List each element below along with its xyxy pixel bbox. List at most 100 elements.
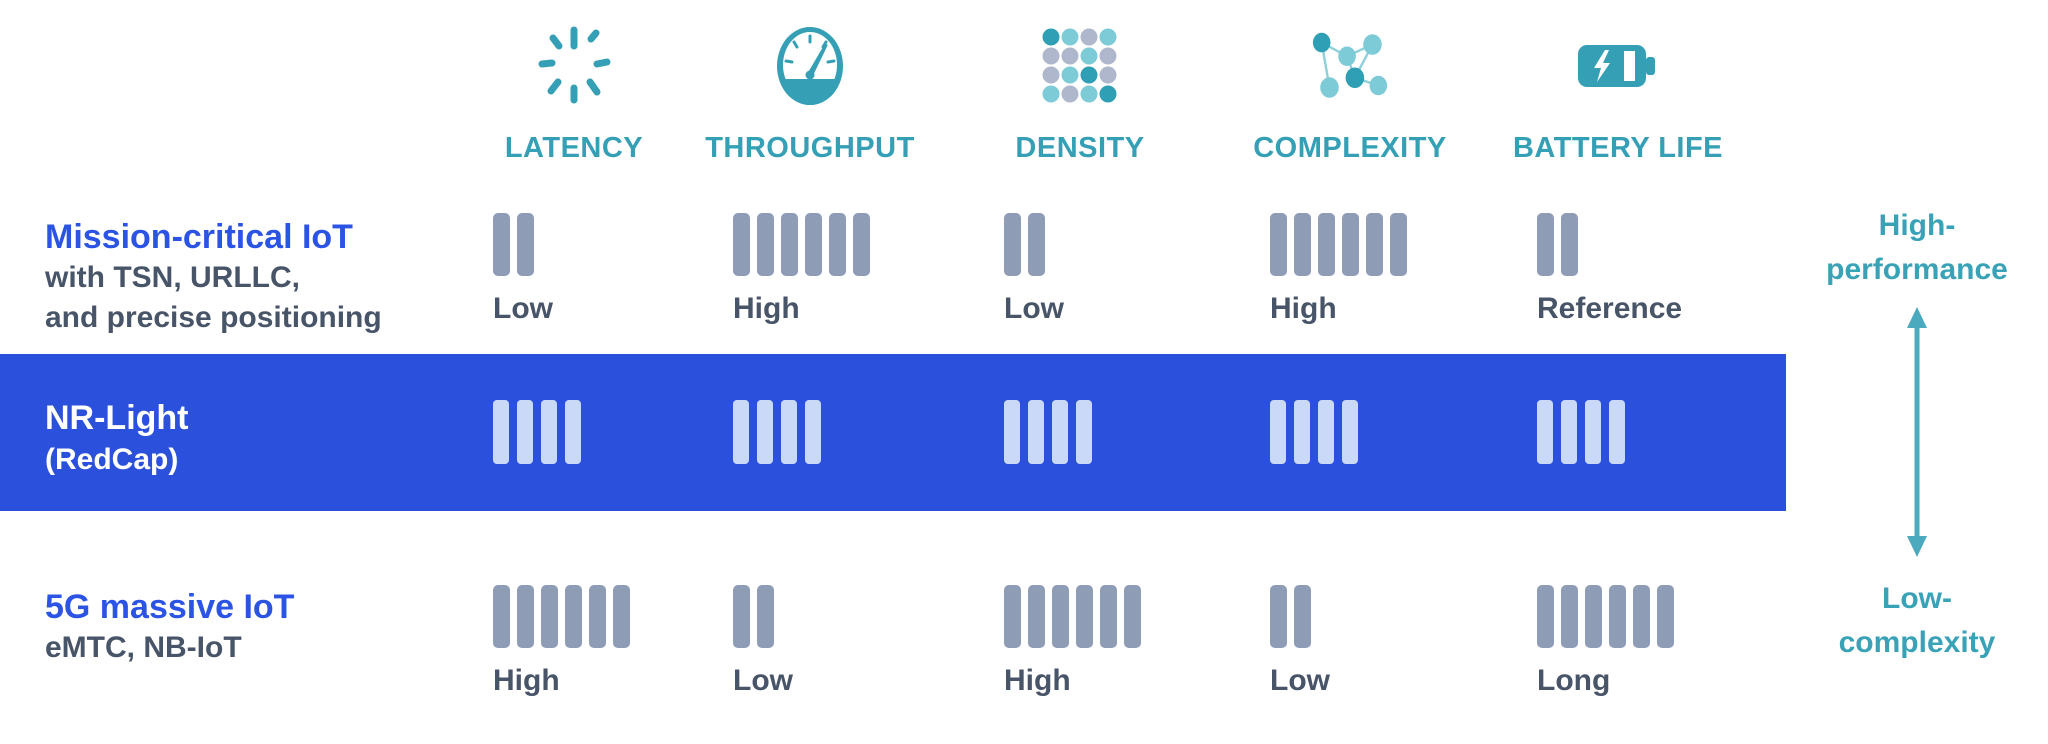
column-header-density: DENSITY [1015,132,1145,164]
level-bar [1294,213,1311,276]
level-bar [541,585,558,648]
rating-label: Low [1004,292,1064,325]
rating-bars [493,400,581,464]
cell-nr-light-density [1004,400,1092,464]
level-bar [1561,213,1578,276]
level-bar [805,213,822,276]
level-bar [517,213,534,276]
rating-bars [493,213,534,276]
level-bar [1052,400,1068,464]
cell-mission-critical-battery-life: Reference [1537,213,1682,326]
axis-label-high-performance: High- performance [1767,204,2048,292]
level-bar [589,585,606,648]
row-label-5g-massive: 5G massive IoT eMTC, NB-IoT [45,586,294,668]
rating-bars [1537,213,1578,276]
level-bar [757,400,773,464]
level-bar [1390,213,1407,276]
level-bar [1028,213,1045,276]
rating-bars [1270,213,1407,276]
level-bar [1342,400,1358,464]
level-bar [1294,585,1311,648]
cell-5g-massive-throughput: Low [733,585,793,698]
dot-grid-icon [1038,22,1122,110]
level-bar [781,213,798,276]
cell-mission-critical-density: Low [1004,213,1064,326]
rating-label: Long [1537,664,1611,697]
level-bar [1270,213,1287,276]
level-bar [1609,400,1625,464]
rating-bars [1004,213,1045,276]
axis-label-line: High- [1878,209,1956,242]
row-label-nr-light: NR-Light (RedCap) [45,396,189,480]
level-bar [1366,213,1383,276]
row-subtitle-line1: (RedCap) [45,443,179,476]
rating-bars [493,585,630,648]
column-header-throughput: THROUGHPUT [705,132,915,164]
level-bar [853,213,870,276]
level-bar [1537,213,1554,276]
column-header-latency: LATENCY [504,132,644,164]
cell-5g-massive-complexity: Low [1270,585,1330,698]
level-bar [757,213,774,276]
level-bar [1318,400,1334,464]
level-bar [493,213,510,276]
level-bar [733,585,750,648]
row-label-mission-critical: Mission-critical IoT with TSN, URLLC, an… [45,216,382,338]
level-bar [781,400,797,464]
level-bar [1585,400,1601,464]
level-bar [1537,400,1553,464]
row-subtitle-line2: and precise positioning [45,301,382,334]
row-subtitle-line1: with TSN, URLLC, [45,261,300,294]
level-bar [565,585,582,648]
level-bar [493,585,510,648]
level-bar [1004,585,1021,648]
rating-label: High [1270,292,1337,325]
column-header-battery-life: BATTERY LIFE [1512,132,1724,164]
level-bar [1052,585,1069,648]
rating-label: Low [1270,664,1330,697]
rating-bars [733,213,870,276]
level-bar [1270,400,1286,464]
axis-label-line: complexity [1838,626,1996,659]
level-bar [493,400,509,464]
rating-bars [733,585,774,648]
level-bar [1657,585,1674,648]
cell-mission-critical-throughput: High [733,213,870,326]
level-bar [1342,213,1359,276]
double-arrow-icon [1895,306,1939,563]
nr-light-highlight-band [0,354,1786,511]
rating-label: Low [493,292,553,325]
level-bar [1561,400,1577,464]
level-bar [829,213,846,276]
level-bar [1609,585,1626,648]
cell-nr-light-complexity [1270,400,1358,464]
level-bar [517,585,534,648]
level-bar [1076,585,1093,648]
speedometer-icon [768,22,852,110]
level-bar [1270,585,1287,648]
level-bar [565,400,581,464]
level-bar [1585,585,1602,648]
cell-mission-critical-complexity: High [1270,213,1407,326]
latency-spinner-icon [532,22,616,110]
level-bar [1028,400,1044,464]
rating-bars [733,400,821,464]
row-title: NR-Light [45,399,189,437]
cell-mission-critical-latency: Low [493,213,553,326]
rating-bars [1537,585,1674,648]
level-bar [1561,585,1578,648]
rating-bars [1004,400,1092,464]
rating-bars [1270,400,1358,464]
level-bar [1537,585,1554,648]
level-bar [1028,585,1045,648]
rating-bars [1537,400,1625,464]
cell-5g-massive-latency: High [493,585,630,698]
level-bar [1004,213,1021,276]
axis-label-low-complexity: Low- complexity [1767,577,2048,665]
rating-label: High [1004,664,1071,697]
level-bar [733,400,749,464]
level-bar [1318,213,1335,276]
cell-5g-massive-battery-life: Long [1537,585,1674,698]
battery-bolt-icon [1576,22,1660,110]
